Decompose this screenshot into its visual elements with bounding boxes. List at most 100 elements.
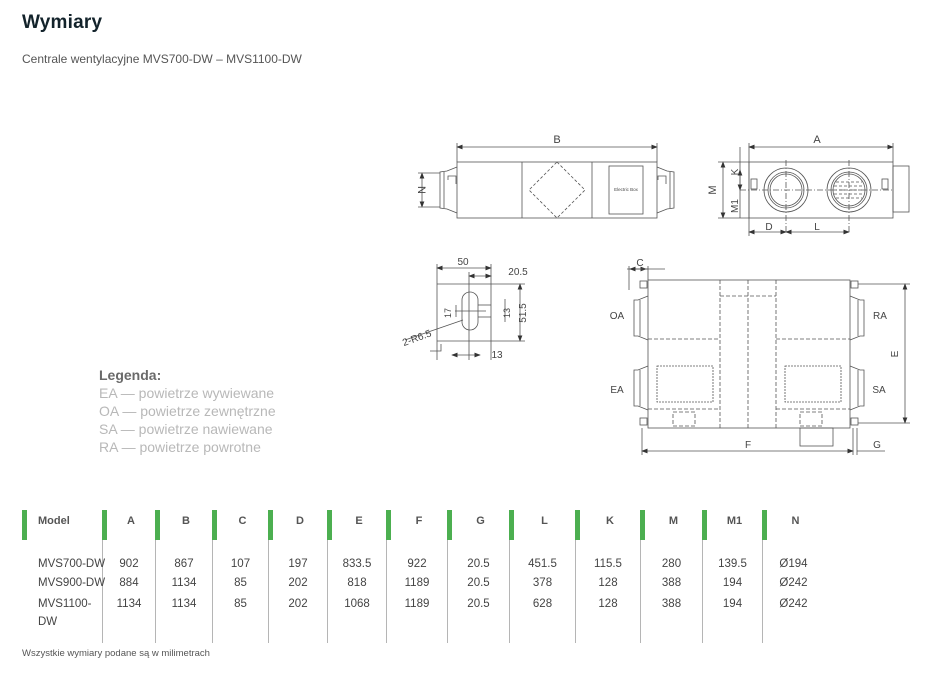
column-accent-bar [640,510,645,540]
footnote: Wszystkie wymiary podane są w milimetrac… [22,648,210,659]
dim-label-17: 17 [443,308,453,318]
dim-label-13-horizontal: 13 [491,350,503,361]
column-divider [447,540,448,643]
port-label-oa: OA [610,311,625,322]
legend-item: RA — powietrze powrotne [99,439,261,455]
column-header: K [606,515,614,527]
table-cell: 1189 [404,598,430,610]
column-accent-bar [102,510,107,540]
column-accent-bar [386,510,391,540]
port-label-ea: EA [610,385,624,396]
dim-label-d: D [765,222,772,233]
dim-label-m: M [707,185,719,194]
column-divider [575,540,576,643]
page-title: Wymiary [22,12,103,33]
legend: Legenda: EA — powietrze wywiewane OA — p… [99,366,276,456]
column-divider [386,540,387,643]
legend-heading: Legenda: [99,367,162,383]
table-cell: 85 [234,598,247,610]
dim-label-a: A [813,134,821,146]
port-label-ra: RA [873,311,887,322]
column-header: A [127,515,135,527]
table-cell: 128 [598,577,618,589]
table-cell: 280 [661,558,682,570]
column-header: C [238,515,247,527]
table-cell: 902 [119,558,139,570]
table-cell: 388 [661,598,682,610]
column-header: Model [38,515,70,527]
table-cell-model: MVS1100-DW [38,598,92,628]
dim-label-f: F [745,440,751,451]
table-cell: 922 [407,558,427,570]
dim-label-c: C [636,258,643,269]
port-label-sa: SA [872,385,886,396]
table-cell: 451.5 [528,558,557,570]
table-cell: 202 [288,577,308,589]
table-cell: 194 [722,577,743,589]
column-accent-bar [327,510,332,540]
table-cell-model: MVS700-DW [38,558,106,570]
table-cell: 139.5 [718,558,747,570]
dim-label-e: E [890,350,901,357]
technical-drawing: B N Electric Box A M K M1 D L 50 20.5 51… [401,134,910,455]
dim-label-l: L [814,222,820,233]
table-cell: 197 [288,558,308,570]
side-view-drawing [718,143,910,236]
column-accent-bar [22,510,27,540]
column-divider [102,540,103,643]
column-divider [509,540,510,643]
dim-label-50: 50 [457,257,469,268]
column-accent-bar [447,510,452,540]
column-accent-bar [155,510,160,540]
column-divider [212,540,213,643]
table-cell: 1134 [116,598,142,610]
table-cell: 20.5 [467,598,490,610]
top-view-drawing [418,143,675,219]
dim-label-13-vertical: 13 [502,308,512,318]
table-cell: 884 [119,577,139,589]
table-cell: 194 [722,598,743,610]
page-subtitle: Centrale wentylacyjne MVS700-DW – MVS110… [22,52,302,66]
table-cell: 128 [598,598,618,610]
table-cell: 107 [230,558,251,570]
table-cell: 202 [288,598,308,610]
column-accent-bar [509,510,514,540]
column-accent-bar [268,510,273,540]
table-cell: Ø242 [779,577,808,589]
column-divider [327,540,328,643]
table-cell: 1134 [171,577,197,589]
dim-label-20-5: 20.5 [508,267,528,278]
table-cell: 628 [532,598,553,610]
bracket-detail-drawing [404,264,525,360]
column-divider [155,540,156,643]
dim-label-51-5: 51.5 [518,303,529,323]
column-header: B [182,515,190,527]
table-cell: 833.5 [342,558,372,570]
dim-label-radius: 2-R6.5 [401,328,433,349]
column-divider [762,540,763,643]
table-cell: 1134 [171,598,197,610]
table-cell: 85 [234,577,247,589]
column-divider [702,540,703,643]
electric-box-label: Electric Box [614,187,639,192]
column-divider [268,540,269,643]
table-cell: 818 [347,577,367,589]
column-header: M [668,515,679,527]
table-cell: 388 [661,577,682,589]
table-cell: Ø242 [779,598,808,610]
legend-item: EA — powietrze wywiewane [99,385,275,401]
dim-label-b: B [553,134,560,146]
table-cell-model: MVS900-DW [38,577,106,589]
table-cell: 867 [174,558,194,570]
column-header: M1 [726,515,743,527]
dim-label-n: N [415,186,427,194]
legend-item: OA — powietrze zewnętrzne [99,403,276,419]
column-accent-bar [575,510,580,540]
table-cell: Ø194 [779,558,808,570]
column-accent-bar [702,510,707,540]
column-header: E [355,515,363,527]
table-cell: 115.5 [594,558,622,570]
column-header: N [791,515,800,527]
table-cell: 1068 [344,598,370,610]
table-cell: 20.5 [467,577,490,589]
